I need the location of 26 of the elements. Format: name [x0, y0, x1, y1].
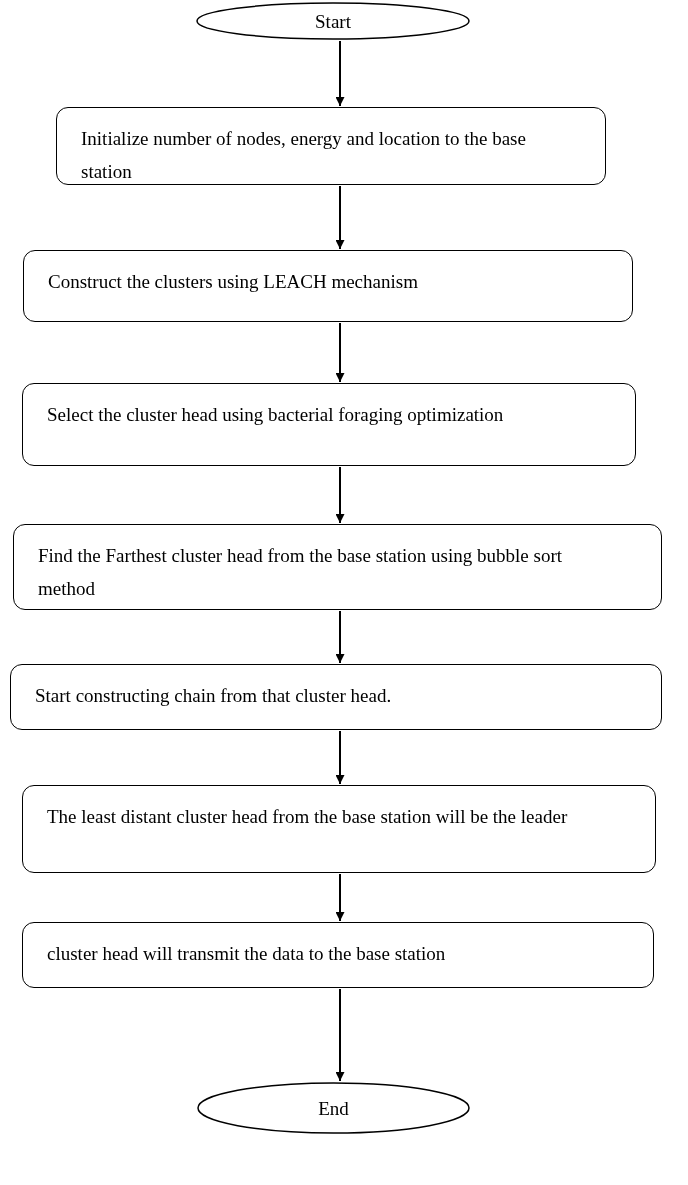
arrow: [335, 466, 345, 524]
step-text: Find the Farthest cluster head from the base station using bubble sort method: [38, 545, 562, 599]
process-box: [22, 785, 656, 873]
process-box: [22, 383, 636, 466]
arrow: [335, 610, 345, 664]
step-text: Construct the clusters using LEACH mechanism: [48, 271, 418, 292]
process-box: [10, 664, 662, 730]
step-text: End: [318, 1096, 349, 1121]
arrow: [335, 185, 345, 250]
arrow: [335, 873, 345, 922]
step-text: Start: [315, 9, 351, 34]
arrow: [335, 988, 345, 1082]
step-text: Initialize number of nodes, energy and location to the base station: [81, 128, 526, 182]
process-box: [22, 922, 654, 988]
step-text: The least distant cluster head from the base station will be the leader: [47, 806, 568, 827]
step-text: Select the cluster head using bacterial foraging optimization: [47, 404, 504, 425]
terminal-ellipse: [196, 2, 470, 40]
step-text: cluster head will transmit the data to the base station: [47, 943, 446, 964]
step-text: Start constructing chain from that cluster head.: [35, 685, 392, 706]
process-box: [23, 250, 633, 322]
arrow: [335, 730, 345, 785]
process-box: [13, 524, 662, 610]
terminal-ellipse: [197, 1082, 470, 1134]
process-box: [56, 107, 606, 185]
arrow: [335, 40, 345, 107]
arrow: [335, 322, 345, 383]
